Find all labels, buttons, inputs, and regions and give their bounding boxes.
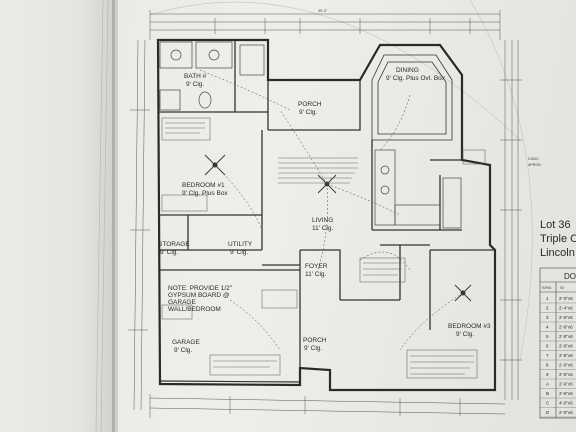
note-gypsum-4: WALL/BEDROOM xyxy=(168,306,221,313)
door-schedule-row-size: 2'-6"x6 xyxy=(559,344,573,349)
construction-arcs xyxy=(149,0,533,361)
note-gypsum-3: GARAGE xyxy=(168,299,196,306)
room-sub-porch-bottom: 9' Clg. xyxy=(304,345,322,352)
door-schedule-row-size: 2'-6"x6 xyxy=(559,382,573,387)
room-sub-foyer: 11' Clg. xyxy=(305,271,327,278)
room-sub-living: 11' Clg. xyxy=(312,225,334,232)
door-schedule-row-symbol: 5 xyxy=(546,334,549,339)
page-edges xyxy=(95,0,109,432)
exterior-walls xyxy=(156,38,497,392)
room-sub-storage: 9' Clg. xyxy=(160,249,178,256)
note-boxes xyxy=(161,117,486,379)
room-label-foyer: FOYER xyxy=(305,263,328,270)
door-schedule-row-size: 2'-8"x6 xyxy=(559,334,573,339)
book-binding-shadow xyxy=(0,0,118,432)
room-label-living: LIVING xyxy=(312,217,333,224)
bottom-dimension-lines xyxy=(149,394,506,418)
kitchen-counters xyxy=(374,149,462,229)
door-schedule-col-sym: SYM. xyxy=(542,285,552,290)
door-schedule-row-size: 2'-8"x6 xyxy=(559,325,573,330)
top-dimension-lines xyxy=(149,10,501,40)
electrical-wiring xyxy=(199,69,464,351)
room-label-storage: STORAGE xyxy=(158,241,190,248)
door-schedule-table xyxy=(539,267,576,419)
door-schedule-row-symbol: A xyxy=(546,382,549,387)
lot-subtitle-lincoln: Lincoln xyxy=(540,247,575,259)
room-sub-dining: 9' Clg. Plus Ovl. Box xyxy=(386,75,446,82)
room-label-dining: DINING xyxy=(396,67,419,74)
binding-crease xyxy=(112,0,115,432)
room-label-bedroom1: BEDROOM #1 xyxy=(182,182,225,189)
door-schedule-row-size: 2'-6"x6 xyxy=(559,363,573,368)
room-label-garage: GARAGE xyxy=(172,339,200,346)
room-sub-bath: 9' Clg. xyxy=(186,81,204,88)
door-schedule-row-symbol: 9 xyxy=(546,372,549,377)
bath-fixtures xyxy=(159,41,265,111)
room-label-bedroom3: BEDROOM #3 xyxy=(448,323,491,330)
room-sub-bedroom1: 9' Clg. Plus Box xyxy=(182,190,228,197)
door-schedule-row-symbol: 3 xyxy=(546,315,549,320)
room-label-utility: UTILITY xyxy=(228,241,253,248)
door-schedule-row-symbol: 7 xyxy=(546,353,549,358)
door-schedule-row-symbol: 1 xyxy=(546,296,549,301)
lot-subtitle-triple: Triple C xyxy=(540,233,576,245)
room-sub-porch-top: 9' Clg. xyxy=(299,109,317,116)
door-schedule-rows: 1 2'-0"x6 2 2'-4"x6 3 2'-6"x6 4 2'-8"x6 5 2'-8"x6… xyxy=(540,296,576,418)
door-schedule-row-size: 2'-6"x6 xyxy=(559,391,573,396)
garage-door xyxy=(159,380,301,383)
door-schedule-row-symbol: D xyxy=(546,410,550,415)
door-schedule-row-size: 4'-0"x6 xyxy=(559,401,573,406)
door-schedule-row-symbol: 2 xyxy=(546,306,549,311)
lot-number: Lot 36 xyxy=(540,219,571,231)
left-dimension-lines xyxy=(128,39,150,411)
door-schedule-row-symbol: 8 xyxy=(546,363,549,368)
overall-dimension: 49'-0" xyxy=(318,9,328,13)
side-label-apron: APRON xyxy=(528,163,541,167)
door-schedule-row-size: 2'-0"x6 xyxy=(559,410,573,415)
door-schedule-row-symbol: C xyxy=(546,401,550,406)
room-label-porch-bottom: PORCH xyxy=(303,337,327,344)
note-gypsum-1: NOTE: PROVIDE 1/2" xyxy=(168,285,233,292)
interior-walls xyxy=(158,40,495,368)
door-schedule-row-size: 2'-8"x6 xyxy=(559,353,573,358)
door-schedule-row-size: 2'-6"x6 xyxy=(559,315,573,320)
note-gypsum-2: GYPSUM BOARD @ xyxy=(168,292,230,299)
note-text-lines xyxy=(165,122,474,375)
door-schedule-row-symbol: 6 xyxy=(546,344,549,349)
room-label-porch-top: PORCH xyxy=(298,101,322,108)
room-sub-garage: 9' Clg. xyxy=(174,347,192,354)
door-schedule-col-size: SI xyxy=(560,285,564,290)
door-schedule-row-symbol: B xyxy=(546,391,549,396)
room-label-bath: BATH # xyxy=(184,73,207,80)
door-schedule-row-size: 2'-6"x6 xyxy=(559,372,573,377)
room-sub-utility: 9' Clg. xyxy=(230,249,248,256)
right-dimension-lines xyxy=(500,40,522,400)
room-sub-bedroom3: 9' Clg. xyxy=(456,331,474,338)
door-schedule-row-symbol: 4 xyxy=(546,325,549,330)
door-schedule-row-size: 2'-0"x6 xyxy=(559,296,573,301)
side-label-conc: CONC. xyxy=(528,157,540,161)
dining-bay xyxy=(371,54,453,141)
door-schedule-title: DO xyxy=(564,272,576,281)
door-schedule-row-size: 2'-4"x6 xyxy=(559,306,573,311)
